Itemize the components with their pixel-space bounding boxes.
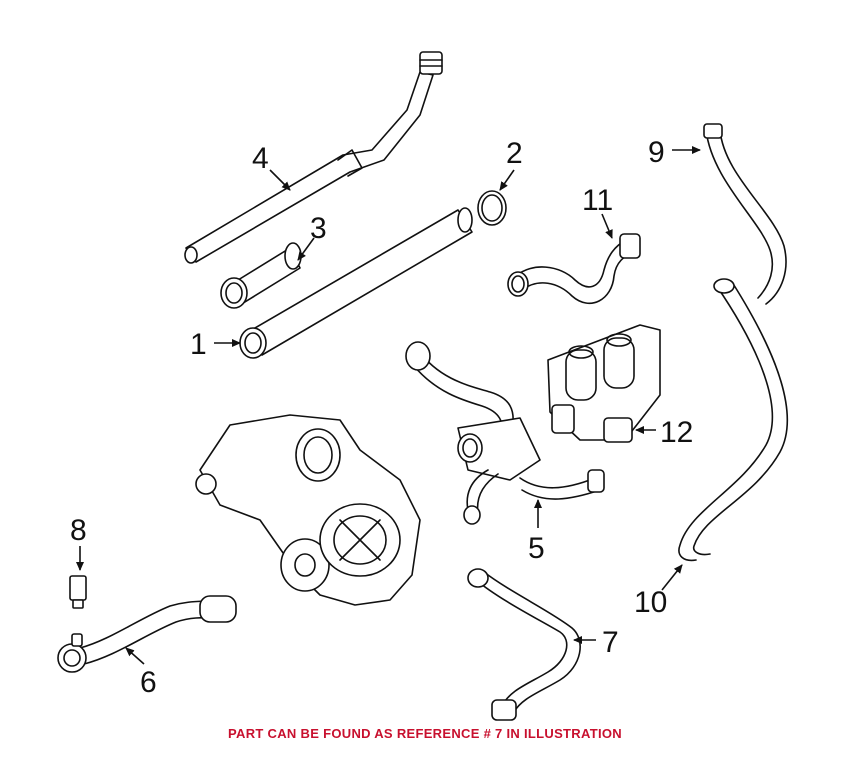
part-9-hose[interactable] [703,123,787,305]
callout-2: 2 [506,137,523,170]
leader-3 [297,237,315,261]
callout-1: 1 [190,328,207,361]
part-8-sensor[interactable] [69,575,87,609]
part-1-tube[interactable] [239,207,473,359]
reference-note: PART CAN BE FOUND AS REFERENCE # 7 IN IL… [228,726,622,741]
part-12-valve[interactable] [547,324,661,443]
leader-6 [125,647,145,665]
callout-7: 7 [602,626,619,659]
leader-2 [499,169,515,191]
part-5-housing[interactable] [405,341,605,525]
callout-5: 5 [528,532,545,565]
callout-12: 12 [660,416,693,449]
part-2-o-ring[interactable] [477,190,507,226]
leader-10 [661,564,683,591]
part-4-pipe[interactable] [184,51,443,264]
part-7-hose[interactable] [467,568,581,721]
water-pump[interactable] [195,414,421,606]
callout-8: 8 [70,514,87,547]
part-6-hose[interactable] [57,595,237,673]
part-3-sleeve[interactable] [220,242,302,309]
leader-4 [269,169,291,191]
callout-11: 11 [582,184,613,217]
callout-9: 9 [648,136,665,169]
callout-4: 4 [252,142,269,175]
part-11-hose[interactable] [507,233,641,305]
callout-3: 3 [310,212,327,245]
leader-11 [601,213,613,239]
callout-6: 6 [140,666,157,699]
callout-10: 10 [634,586,667,619]
part-10-hose[interactable] [678,278,789,562]
